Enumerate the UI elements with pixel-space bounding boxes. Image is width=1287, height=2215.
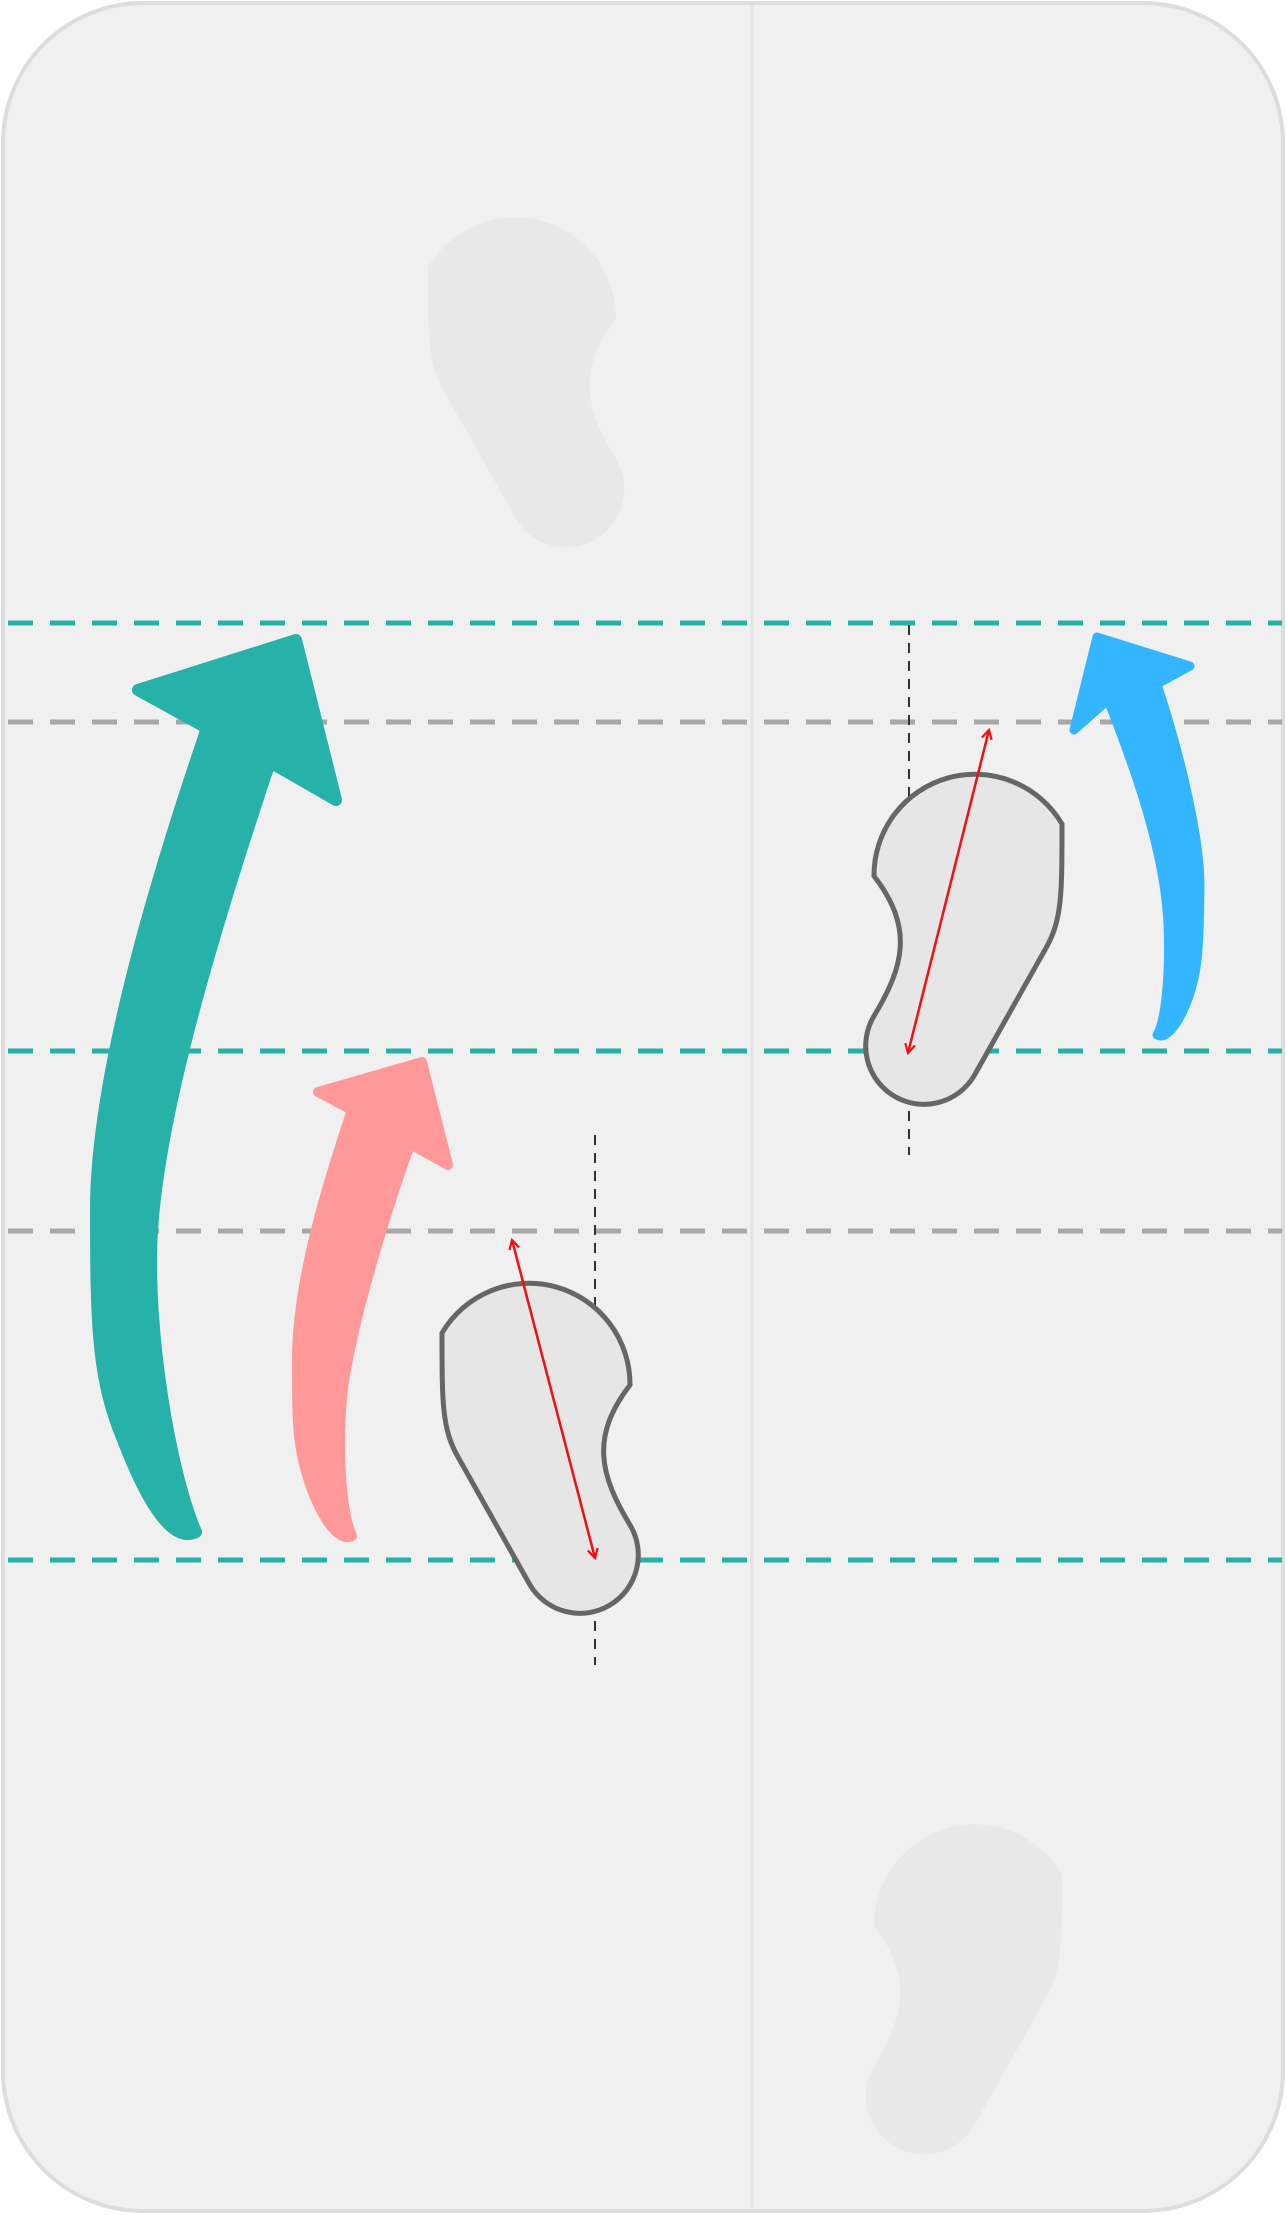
large-teal-arrow xyxy=(90,634,342,1540)
blue-arrow xyxy=(1069,632,1205,1041)
ghost-footprint-bottom xyxy=(865,1824,1062,2155)
left-foot-stride-line xyxy=(512,1240,595,1558)
ghost-footprint-top xyxy=(428,217,625,548)
pink-arrow xyxy=(292,1057,453,1543)
right-foot-stride-line xyxy=(908,730,989,1053)
